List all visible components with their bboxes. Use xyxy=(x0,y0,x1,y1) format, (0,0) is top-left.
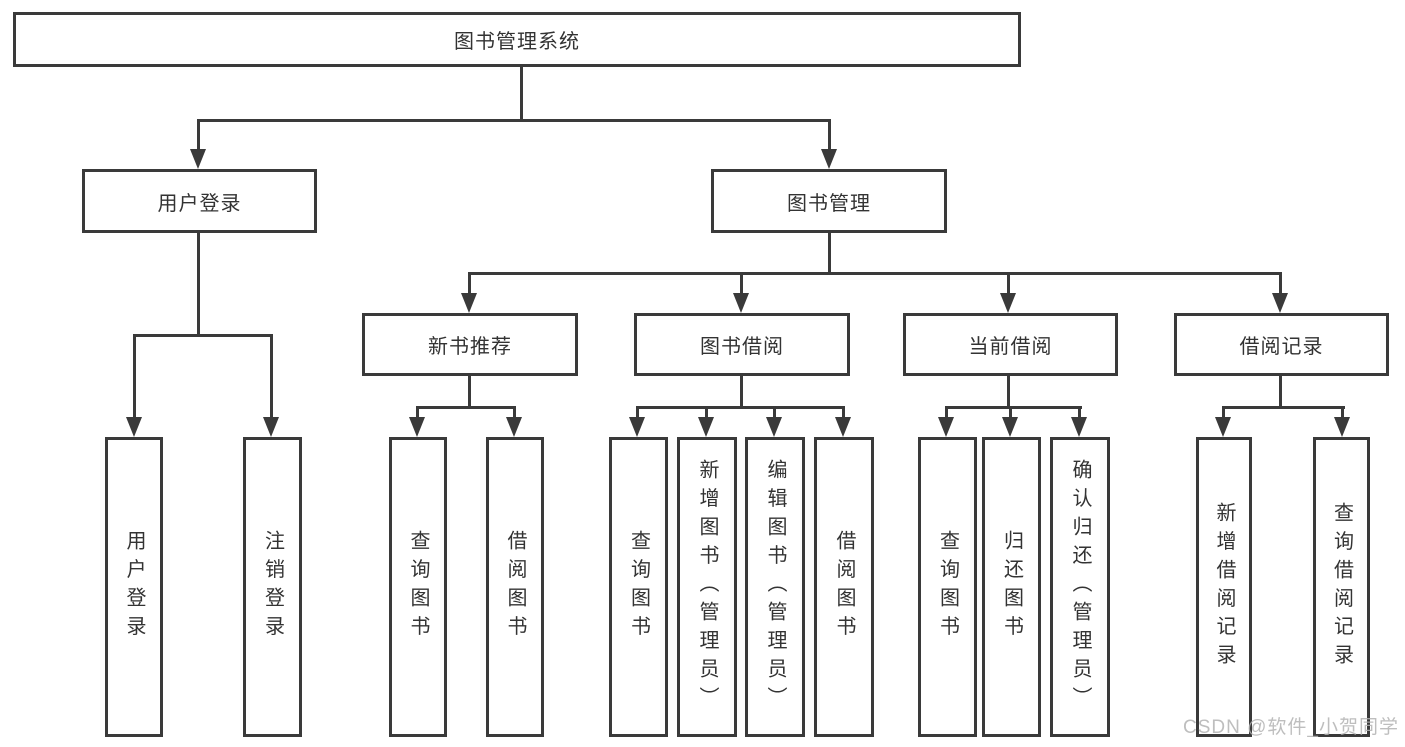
node-label: 图书管理系统 xyxy=(454,31,580,53)
arrowhead-icon xyxy=(461,293,477,313)
node-user-login: 用户登录 xyxy=(82,169,317,233)
node-label: 图书借阅 xyxy=(700,336,784,358)
leaf-user-login: 用户登录 xyxy=(105,437,163,737)
connector-user-login-stem xyxy=(197,231,200,337)
arrowhead-icon xyxy=(835,417,851,437)
connector-drop-leaf xyxy=(1007,272,1010,295)
leaf-br-add-record: 新增借阅记录 xyxy=(1196,437,1252,737)
arrowhead-icon xyxy=(1215,417,1231,437)
connector-drop-leaf xyxy=(1341,406,1344,419)
arrowhead-icon xyxy=(821,149,837,169)
connector-root-stem xyxy=(520,65,523,121)
node-label: 当前借阅 xyxy=(968,336,1053,358)
connector-drop-leaf xyxy=(945,406,948,419)
connector-drop-leaf xyxy=(468,272,471,295)
leaf-logout: 注销登录 xyxy=(243,437,302,737)
connector-level2-hbar xyxy=(197,119,831,122)
node-label: 借阅图书 xyxy=(833,530,855,644)
connector-drop-leaf xyxy=(705,406,708,419)
connector-br-stem xyxy=(1279,374,1282,408)
connector-drop-user-login xyxy=(197,119,200,151)
arrowhead-icon xyxy=(1334,417,1350,437)
leaf-bb-borrow-books: 借阅图书 xyxy=(814,437,874,737)
connector-drop-leaf xyxy=(1078,406,1081,419)
connector-drop-leaf xyxy=(636,406,639,419)
connector-cb-stem xyxy=(1007,374,1010,408)
connector-drop-leaf xyxy=(270,334,273,418)
node-label: 查询图书 xyxy=(936,530,959,644)
arrowhead-icon xyxy=(263,417,279,437)
node-borrow-records: 借阅记录 xyxy=(1174,313,1389,376)
node-label: 查询图书 xyxy=(407,530,429,644)
node-label: 确认归还（管理员） xyxy=(1069,459,1091,715)
arrowhead-icon xyxy=(1000,293,1016,313)
connector-drop-leaf xyxy=(1279,272,1282,295)
connector-cb-hbar xyxy=(945,406,1082,409)
arrowhead-icon xyxy=(733,293,749,313)
arrowhead-icon xyxy=(190,149,206,169)
node-current-borrow: 当前借阅 xyxy=(903,313,1118,376)
node-label: 归还图书 xyxy=(1000,530,1023,644)
node-label: 借阅图书 xyxy=(504,530,526,644)
connector-drop-leaf xyxy=(1009,406,1012,419)
node-label: 图书管理 xyxy=(787,192,871,215)
node-root: 图书管理系统 xyxy=(13,12,1021,67)
connector-drop-leaf xyxy=(740,272,743,295)
leaf-cb-confirm-return-admin: 确认归还（管理员） xyxy=(1050,437,1110,737)
connector-drop-book-management xyxy=(828,119,831,151)
connector-nbr-stem xyxy=(468,374,471,408)
connector-book-management-stem xyxy=(828,231,831,275)
connector-drop-leaf xyxy=(1222,406,1225,419)
node-label: 新增图书（管理员） xyxy=(696,459,718,715)
node-label: 查询借阅记录 xyxy=(1330,501,1353,673)
node-book-borrow: 图书借阅 xyxy=(634,313,850,376)
node-label: 新增借阅记录 xyxy=(1213,501,1235,673)
leaf-bb-add-books-admin: 新增图书（管理员） xyxy=(677,437,737,737)
connector-drop-leaf xyxy=(133,334,136,418)
arrowhead-icon xyxy=(629,417,645,437)
connector-drop-leaf xyxy=(513,406,516,419)
arrowhead-icon xyxy=(409,417,425,437)
connector-user-login-hbar xyxy=(133,334,273,337)
connector-level3-hbar xyxy=(468,272,1282,275)
arrowhead-icon xyxy=(698,417,714,437)
arrowhead-icon xyxy=(506,417,522,437)
node-book-management: 图书管理 xyxy=(711,169,947,233)
node-label: 新书推荐 xyxy=(428,336,512,358)
connector-bb-hbar xyxy=(636,406,845,409)
arrowhead-icon xyxy=(1071,417,1087,437)
node-label: 编辑图书（管理员） xyxy=(764,459,786,715)
node-label: 注销登录 xyxy=(261,530,284,644)
leaf-bb-edit-books-admin: 编辑图书（管理员） xyxy=(745,437,805,737)
watermark: CSDN @软件_小贺同学 xyxy=(1183,717,1399,738)
leaf-br-query-record: 查询借阅记录 xyxy=(1313,437,1370,737)
node-label: 用户登录 xyxy=(157,192,242,215)
node-label: 借阅记录 xyxy=(1239,336,1324,358)
arrowhead-icon xyxy=(126,417,142,437)
arrowhead-icon xyxy=(1272,293,1288,313)
connector-bb-stem xyxy=(740,374,743,408)
connector-br-hbar xyxy=(1222,406,1345,409)
leaf-nbr-borrow-books: 借阅图书 xyxy=(486,437,544,737)
connector-drop-leaf xyxy=(416,406,419,419)
leaf-bb-query-books: 查询图书 xyxy=(609,437,668,737)
node-new-book-recommend: 新书推荐 xyxy=(362,313,578,376)
connector-nbr-hbar xyxy=(416,406,516,409)
arrowhead-icon xyxy=(766,417,782,437)
arrowhead-icon xyxy=(938,417,954,437)
node-label: 用户登录 xyxy=(123,530,145,644)
arrowhead-icon xyxy=(1002,417,1018,437)
leaf-nbr-query-books: 查询图书 xyxy=(389,437,447,737)
leaf-cb-query-books: 查询图书 xyxy=(918,437,977,737)
connector-drop-leaf xyxy=(773,406,776,419)
node-label: 查询图书 xyxy=(627,530,650,644)
leaf-cb-return-books: 归还图书 xyxy=(982,437,1041,737)
connector-drop-leaf xyxy=(842,406,845,419)
